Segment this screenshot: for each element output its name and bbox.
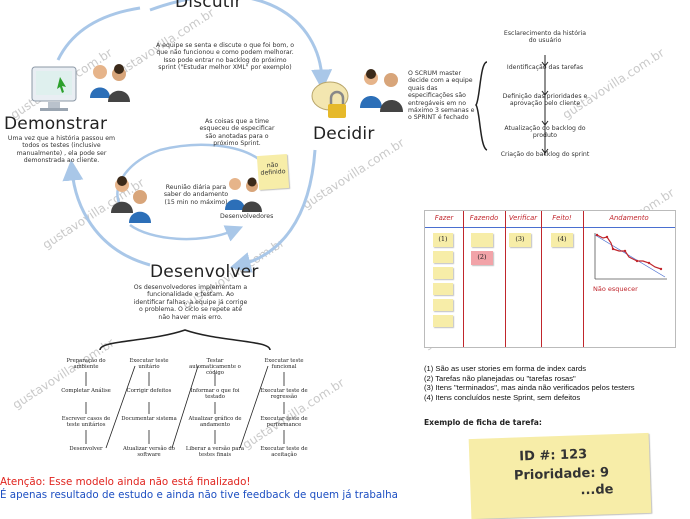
burndown-note: Não esquecer xyxy=(593,285,638,293)
index-card: (3) xyxy=(509,233,531,247)
board-column-header: Fazendo xyxy=(469,214,499,222)
flow-step: Executar teste funcional xyxy=(264,358,304,371)
board-divider xyxy=(463,211,464,347)
attention-line-1: Atenção: Esse modelo ainda não está fina… xyxy=(0,476,251,488)
board-header-line xyxy=(425,227,675,228)
decidir-text: O SCRUM master decide com a equipe quais… xyxy=(408,70,475,122)
decidir-step-arrows xyxy=(541,55,549,155)
legend-item: (2) Tarefas não planejadas ou "tarefas r… xyxy=(424,373,576,383)
board-divider xyxy=(505,211,506,347)
task-card-heading: Exemplo de ficha de tarefa: xyxy=(424,418,542,427)
flow-step: Executar teste de performance xyxy=(260,416,308,429)
flow-step: Escrever casos de teste unitários xyxy=(61,416,111,429)
index-card xyxy=(433,299,453,311)
flow-step: Corrigir defeitos xyxy=(126,388,172,394)
team-people-icon xyxy=(111,176,151,223)
flow-step: Documentar sistema xyxy=(121,416,177,422)
forgot-text: As coisas que a time esqueceu de especif… xyxy=(199,118,275,148)
legend-item: (3) Itens "terminados", mas ainda não ve… xyxy=(424,383,635,393)
desenvolver-title: Desenvolver xyxy=(150,262,259,282)
desenvolver-text: Os desenvolvedores implementam a funcion… xyxy=(133,284,248,321)
task-card-id: ID #: 123 xyxy=(519,447,588,465)
index-card xyxy=(471,233,493,247)
developers-label: Desenvolvedores xyxy=(220,213,274,220)
legend-item: (1) São as user stories em forma de inde… xyxy=(424,364,587,373)
team-people-icon xyxy=(360,69,403,112)
task-card-partial: ...de xyxy=(580,482,614,499)
discutir-title: Discutir xyxy=(175,0,242,12)
index-card xyxy=(433,283,453,295)
card-label: (3) xyxy=(515,235,525,243)
flow-step: Atualizar gráfico de andamento xyxy=(188,416,242,429)
index-card: (1) xyxy=(433,233,453,247)
flow-step: Atualizar versão do software xyxy=(123,446,175,459)
flow-step: Informar o que foi testado xyxy=(190,388,240,401)
board-column-header: Feito! xyxy=(552,214,572,222)
flow-step: Liberar a versão para testes finais xyxy=(185,446,245,459)
demonstrar-title: Demonstrar xyxy=(4,114,108,134)
decidir-title: Decidir xyxy=(313,124,375,144)
card-label: (4) xyxy=(557,235,567,243)
pink-card: (2) xyxy=(471,251,493,265)
flow-step: Executar teste de aceitação xyxy=(260,446,308,459)
flow-step: Completar Análise xyxy=(61,388,111,394)
flow-column: Executar teste funcional Executar teste … xyxy=(255,358,313,458)
board-column-header: Verificar xyxy=(508,214,538,222)
card-label: (1) xyxy=(438,235,448,243)
index-card: (4) xyxy=(551,233,573,247)
legend-item: (4) Itens concluídos neste Sprint, sem d… xyxy=(424,392,581,402)
flow-column: Preparação do ambiente Completar Análise… xyxy=(58,358,114,452)
flow-step: Desenvolver xyxy=(69,446,103,452)
discutir-text: A equipe se senta e discute o que foi bo… xyxy=(155,42,295,72)
lock-speech-icon xyxy=(311,81,349,118)
team-people-icon xyxy=(90,64,130,102)
daily-text: Reunião diária para saber do andamento (… xyxy=(163,184,229,206)
task-card-example: ID #: 123 Prioridade: 9 ...de xyxy=(468,432,652,519)
flow-column: Executar teste unitário Corrigir defeito… xyxy=(121,358,177,458)
demonstrar-text: Uma vez que a história passou em todos o… xyxy=(7,135,116,165)
board-column-header: Fazer xyxy=(434,214,454,222)
monitor-icon xyxy=(31,66,77,111)
index-card xyxy=(433,267,453,279)
board-divider xyxy=(541,211,542,347)
task-board: Fazer Fazendo Verificar Feito! Andamento… xyxy=(424,210,676,348)
flow-step: Executar teste de regressão xyxy=(260,388,308,401)
decidir-step: Esclarecimento da história do usuário xyxy=(503,30,587,45)
flow-arrows xyxy=(85,365,285,449)
attention-line-2: É apenas resultado de estudo e ainda não… xyxy=(0,489,398,501)
index-card xyxy=(433,251,453,263)
team-people-icon xyxy=(225,177,262,212)
index-card xyxy=(433,315,453,327)
burndown-chart xyxy=(594,233,667,280)
card-label: (2) xyxy=(477,253,487,261)
board-divider xyxy=(583,211,584,347)
flow-step: Preparação do ambiente xyxy=(66,358,106,371)
board-legend: (1) São as user stories em forma de inde… xyxy=(424,364,684,402)
board-column-header: Andamento xyxy=(609,214,649,222)
flow-step: Executar teste unitário xyxy=(129,358,169,371)
